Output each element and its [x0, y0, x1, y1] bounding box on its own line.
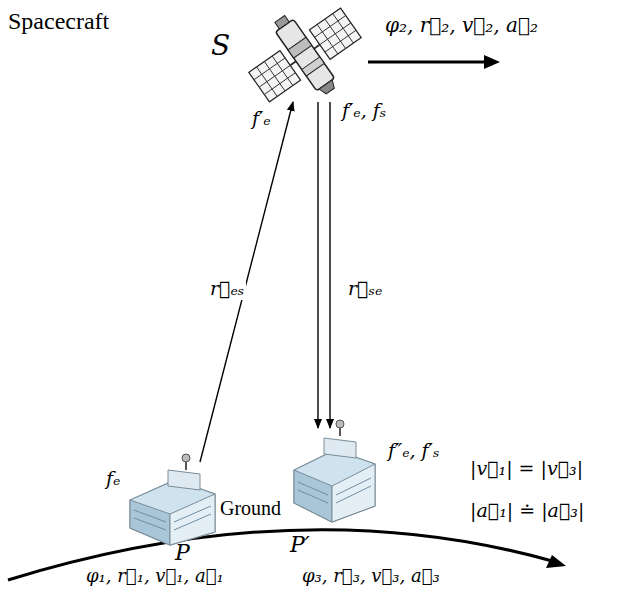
- equality-note: |a⃗₁| ≐ |a⃗₃|: [470, 500, 584, 522]
- station-node: P′: [288, 428, 380, 560]
- range-vector-arrow: [200, 102, 293, 462]
- spacecraft-letter: S: [211, 30, 230, 62]
- station-letter: P′: [290, 534, 310, 556]
- motion-arrow: [368, 61, 488, 64]
- frequency-label: fₑ: [106, 468, 120, 490]
- ground-station-building: [294, 420, 375, 522]
- frequency-label: f″ₑ, f′ₛ: [388, 440, 439, 462]
- ground-station-building: [130, 454, 215, 545]
- edge-label: r⃗ₛₑ: [346, 278, 384, 300]
- state-vector: φ₁, r⃗₁, v⃗₁, a⃗₁: [86, 566, 224, 587]
- frequency-label: f′ₑ: [252, 108, 271, 130]
- motion-arrowhead: [484, 55, 500, 69]
- range-vector-arrow: [317, 102, 318, 428]
- range-vector-arrow: [329, 102, 330, 428]
- station-node: P: [125, 462, 220, 566]
- edge-label: r⃗ₑₛ: [208, 278, 246, 300]
- state-vector: φ₃, r⃗₃, v⃗₃, a⃗₃: [302, 566, 440, 587]
- spacecraft-title: Spacecraft: [8, 8, 109, 36]
- frequency-label: f′ₑ, fₛ: [342, 100, 386, 122]
- state-vector: φ₂, r⃗₂, v⃗₂, a⃗₂: [385, 14, 538, 37]
- ground-arrowhead: [546, 555, 566, 568]
- station-letter: P: [175, 542, 190, 564]
- equality-note: |v⃗₁| = |v⃗₃|: [470, 458, 583, 480]
- spacecraft-node: S: [205, 2, 365, 102]
- ground-label: Ground: [220, 497, 281, 520]
